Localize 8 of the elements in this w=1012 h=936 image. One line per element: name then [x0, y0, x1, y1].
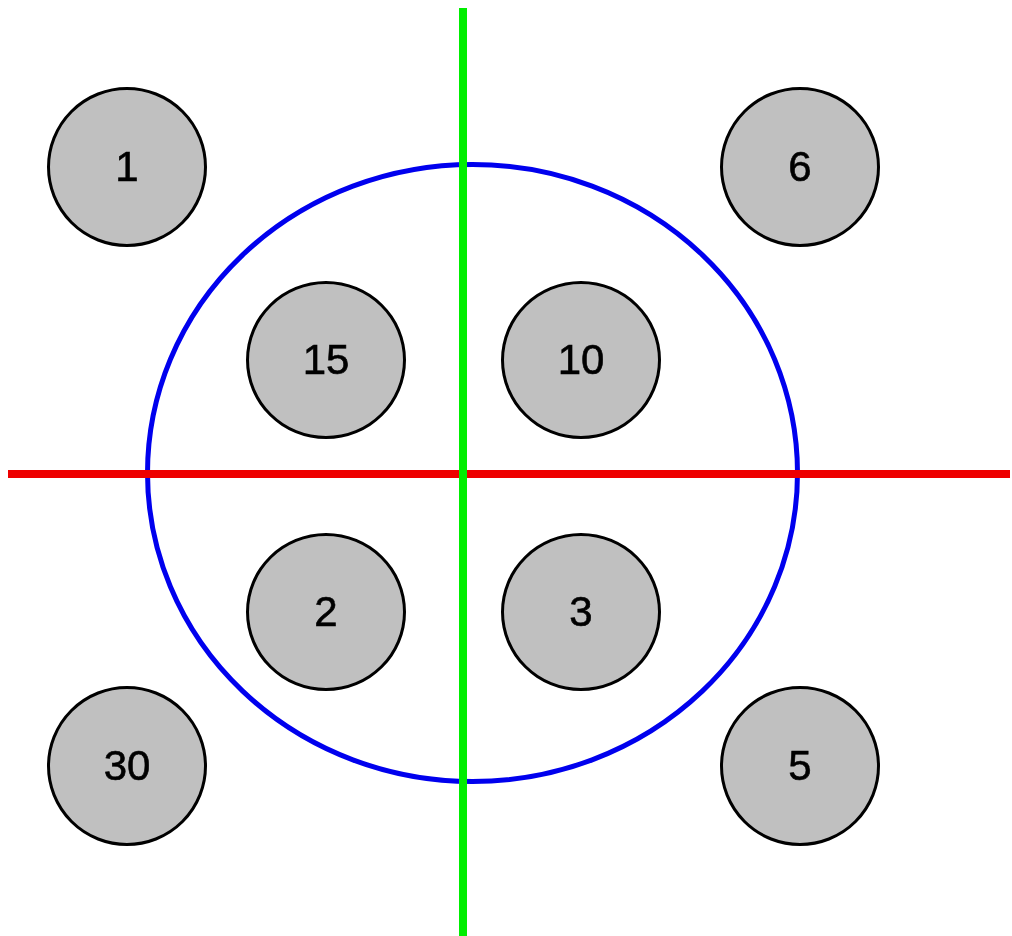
number-circle: 2: [246, 533, 406, 691]
number-circle: 5: [720, 686, 880, 846]
number-circle: 3: [501, 533, 661, 691]
number-circle: 6: [720, 87, 880, 247]
number-circle: 10: [501, 281, 661, 439]
number-circle: 30: [47, 686, 207, 846]
number-circle: 1: [47, 87, 207, 247]
number-circle: 15: [246, 281, 406, 439]
